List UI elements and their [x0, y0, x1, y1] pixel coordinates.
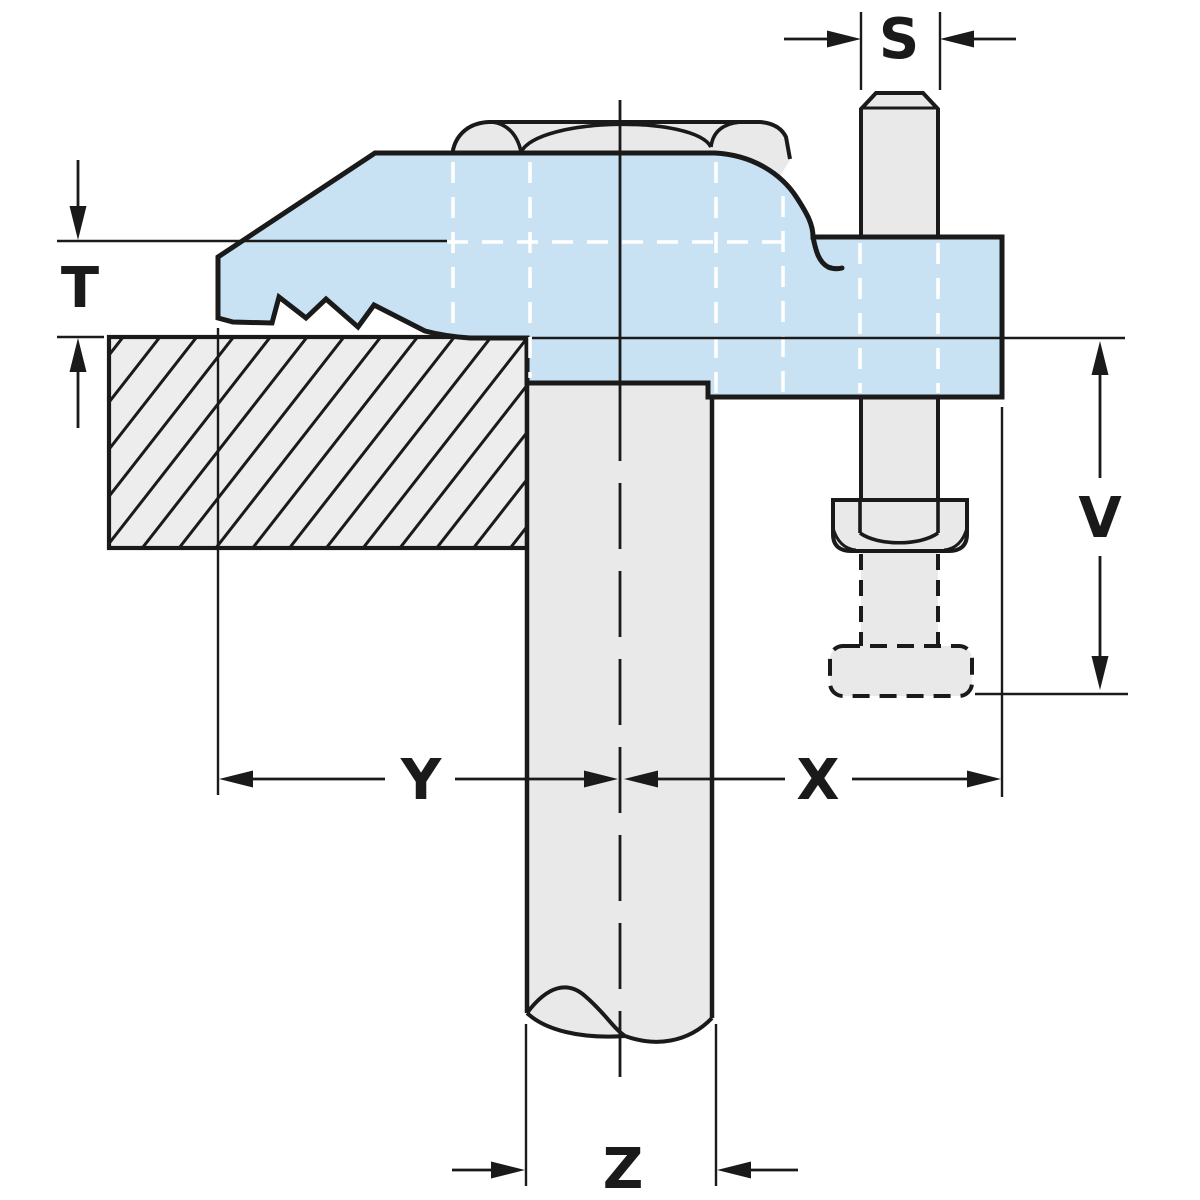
- support-screw-shaft-top: [861, 93, 938, 237]
- dimension-Y: Y: [219, 748, 618, 813]
- hidden-lines-group: [447, 162, 940, 393]
- arrowhead-S-left: [827, 30, 861, 48]
- clamp-groove-hook: [810, 234, 845, 272]
- arrowhead-V-up: [1091, 341, 1109, 375]
- arrowhead-V-down: [1091, 656, 1109, 690]
- dimension-Z: Z: [452, 1137, 798, 1200]
- workpiece-hatched-block: [106, 334, 530, 551]
- dimension-V: V: [1078, 341, 1122, 690]
- arrowhead-T-down: [69, 206, 87, 240]
- nut-chamfer-arc-middle: [858, 531, 940, 545]
- dimension-T: T: [61, 160, 99, 428]
- support-screw-foot-phantom: [830, 646, 972, 696]
- arrowhead-Z-right: [717, 1161, 751, 1179]
- dimension-Y-label: Y: [400, 748, 443, 813]
- support-screw-nut: [831, 498, 969, 553]
- support-screw-hidden-section: [861, 551, 938, 647]
- dimension-S: S: [784, 7, 1016, 72]
- shaft-break-arc-upper: [525, 985, 714, 1044]
- support-screw-shaft-mid: [861, 397, 938, 500]
- dimension-V-label: V: [1078, 486, 1122, 551]
- nut-chamfer-arc-sides: [831, 527, 969, 552]
- nut-facet-arc-middle: [519, 122, 713, 154]
- arrowhead-Y-right: [584, 770, 618, 788]
- dimension-Z-label: Z: [603, 1137, 644, 1200]
- arrowhead-X-left: [624, 770, 658, 788]
- dimension-X: X: [624, 748, 1001, 813]
- dimension-S-label: S: [879, 7, 919, 72]
- clamp-strap-body: [215, 150, 1005, 400]
- support-screw: [828, 91, 974, 698]
- arrowhead-Z-left: [491, 1161, 525, 1179]
- reference-lines-group: [57, 12, 1128, 1186]
- arrowhead-X-right: [967, 770, 1001, 788]
- nut-facet-arc-left: [488, 120, 523, 153]
- arrowhead-Y-left: [219, 770, 253, 788]
- dimension-X-label: X: [796, 748, 839, 813]
- arrowhead-S-right: [940, 30, 974, 48]
- arrowhead-T-up: [69, 338, 87, 372]
- nut-facet-arc-right: [709, 120, 746, 148]
- shaft-break-arc-lower: [525, 1011, 626, 1039]
- dimensions-group: S T V Y X: [61, 7, 1122, 1200]
- dimension-T-label: T: [61, 256, 99, 321]
